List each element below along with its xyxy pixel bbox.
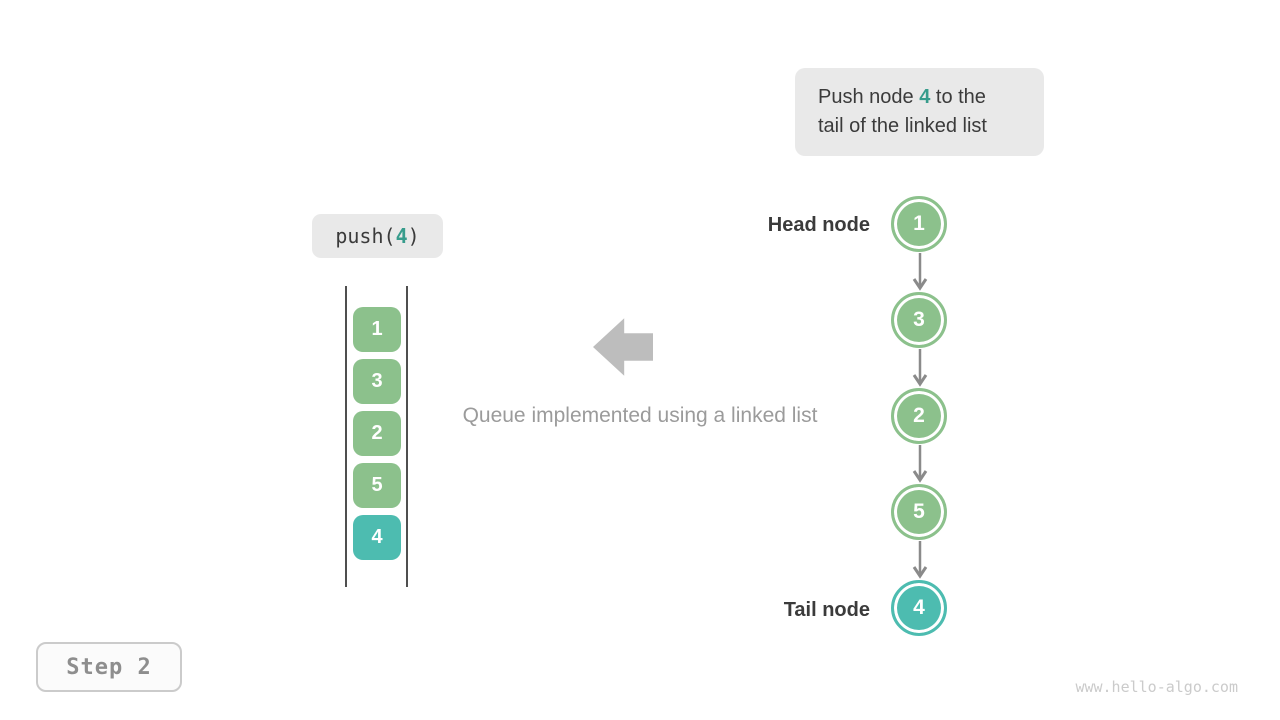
- queue-item-5: 5: [353, 463, 401, 508]
- instruction-line-1: Push node 4 to the: [818, 86, 986, 108]
- list-node-4: 4: [891, 580, 947, 636]
- step-badge: Step 2: [36, 642, 182, 692]
- instruction-callout: Push node 4 to the tail of the linked li…: [795, 68, 1044, 156]
- down-arrow-icon: [912, 541, 928, 579]
- list-node-3: 3: [891, 292, 947, 348]
- push-arg-value: 4: [395, 224, 408, 248]
- queue-item-4: 4: [353, 515, 401, 560]
- left-block-arrow-icon: [593, 318, 653, 376]
- list-node-1: 1: [891, 196, 947, 252]
- head-node-label: Head node: [767, 214, 870, 236]
- step-badge-label: Step 2: [66, 654, 152, 680]
- down-arrow-icon: [912, 445, 928, 483]
- push-operation-label: push(4): [312, 214, 443, 258]
- down-arrow-icon: [912, 349, 928, 387]
- instruction-line-2: tail of the linked list: [818, 115, 987, 137]
- tail-node-label: Tail node: [783, 599, 870, 621]
- diagram-caption: Queue implemented using a linked list: [462, 404, 818, 427]
- accent-value: 4: [919, 86, 931, 108]
- queue-array-container: 1 3 2 5 4: [345, 286, 408, 587]
- list-node-2: 2: [891, 388, 947, 444]
- down-arrow-icon: [912, 253, 928, 291]
- linked-list-container: 1 3 2 5 4: [891, 196, 949, 668]
- list-node-5: 5: [891, 484, 947, 540]
- queue-item-1: 1: [353, 307, 401, 352]
- queue-item-3: 3: [353, 359, 401, 404]
- queue-item-2: 2: [353, 411, 401, 456]
- watermark: www.hello-algo.com: [1075, 678, 1238, 696]
